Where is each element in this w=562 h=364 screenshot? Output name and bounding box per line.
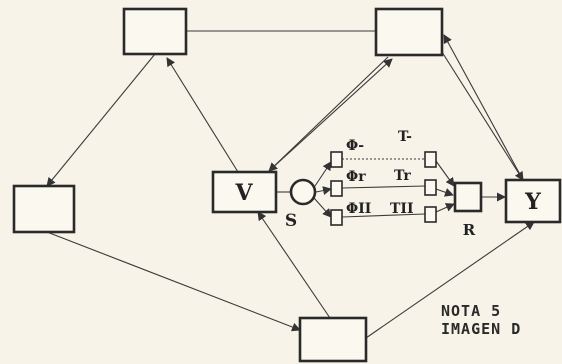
center-node-symbol: V <box>234 180 253 206</box>
node-right <box>504 178 562 224</box>
node-bottom <box>298 316 368 363</box>
edge-center-to-top-right <box>268 58 393 172</box>
edge-top-left-to-left <box>46 53 156 187</box>
small-box-phi-1 <box>330 151 343 168</box>
tau-2-label: Tr <box>394 168 411 184</box>
note-line-1: NOTA 5 <box>441 302 501 320</box>
node-left <box>12 184 76 234</box>
right-node-symbol: Y <box>524 189 541 215</box>
note-line-2: IMAGEN D <box>441 320 521 338</box>
junction-label: R <box>463 221 476 239</box>
phi-2-label: Φr <box>346 169 366 185</box>
edge-bottom-to-right-node <box>365 221 535 339</box>
edge-bottom-to-center <box>257 211 331 319</box>
node-top-right <box>374 7 444 57</box>
edge-sbox-5-to-junction <box>435 188 454 197</box>
edge-right-node-to-top-right <box>443 34 524 181</box>
small-box-tau-2 <box>424 179 437 196</box>
phi-3-label: ΦII <box>346 201 371 217</box>
small-box-phi-2 <box>330 180 343 197</box>
node-circle <box>289 178 317 206</box>
edge-center-to-top-left <box>166 57 239 173</box>
circle-label: S <box>285 211 297 231</box>
small-box-tau-3 <box>424 206 437 223</box>
node-top-left <box>122 7 188 56</box>
edges <box>46 30 535 339</box>
edge-sbox-3-to-sbox-6 <box>341 213 426 218</box>
edge-left-to-bottom <box>46 231 301 332</box>
edge-top-right-to-center <box>268 56 389 172</box>
phi-1-label: Φ- <box>346 138 364 154</box>
edge-sbox-2-to-sbox-5 <box>341 185 426 189</box>
edge-circle-to-sbox-3 <box>313 197 332 218</box>
edge-sbox-6-to-junction <box>435 203 455 213</box>
edge-sbox-4-to-junction <box>435 160 455 187</box>
edge-top-right-to-right-node <box>441 51 524 181</box>
small-box-phi-3 <box>330 209 343 226</box>
tau-1-label: T- <box>398 129 412 145</box>
node-center <box>211 170 278 214</box>
tau-3-label: TII <box>390 201 414 217</box>
node-junction <box>453 181 483 213</box>
edge-circle-to-sbox-2 <box>315 186 332 195</box>
small-box-tau-1 <box>424 151 437 168</box>
edge-circle-to-sbox-1 <box>314 161 332 187</box>
